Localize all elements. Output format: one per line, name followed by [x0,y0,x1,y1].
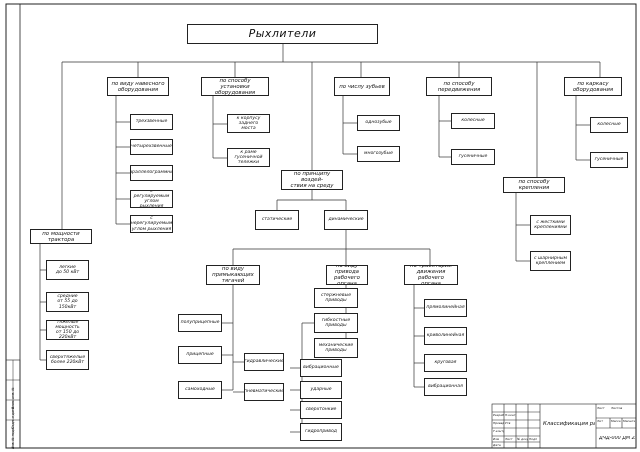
extra-item: гидравлические [244,353,284,371]
stamp-cell-label: Дата [493,443,501,447]
extra-item: пневматические [244,383,284,401]
mount-item: с жесткими креплениями [530,215,571,235]
power-item: легкие до 50 кВт [46,260,89,280]
category-teeth: по числу зубьев [334,77,390,96]
stamp-cell-label: Изм [493,437,500,441]
diagram-title: Рыхлители [187,24,378,44]
motion-item: прямолинейная [424,299,467,317]
hitch-item: с нерегулируемым углом рыхления [130,215,173,233]
stamp-cell-label: Масса [611,419,621,423]
hitch-item: четырехзвенные [130,139,173,155]
motion-item: круговая [424,354,467,372]
hitch-item: с регулируемым углом рыхления [130,190,173,208]
title-block-grid [491,403,637,449]
stamp-cell-label: № докум [517,437,528,441]
stamp-cell-label: Т.контр [493,429,504,433]
movement-item: гусеничные [451,149,495,165]
category-work: по виду привода рабочего органа [326,265,368,285]
category-soil: по принципу воздей- ствия на среду [281,170,343,190]
frame-item: гусеничные [590,152,628,168]
stamp-doc-title: Классификация рыхлителей [543,421,595,427]
depth-item: самоходные [178,381,222,399]
depth-item: прицепные [178,346,222,364]
stamp-cell-label: Листов [611,406,623,410]
category-install: по способу установки оборудования [201,77,269,96]
hitch-item: трехзвенные [130,114,173,130]
stamp-cell-label: Н.контр [505,413,516,417]
stamp-cell-label: Подп [529,437,538,441]
inner-frame [19,3,637,449]
work-sub-item: ударные [300,381,342,399]
stamp-cell-label: Разраб [493,413,504,417]
stamp-cell-label: Лит [597,419,603,423]
category-power: по мощности трактора [30,229,92,244]
movement-item: колесные [451,113,495,129]
category-frame: по каркасу оборудования [564,77,622,96]
stamp-cell-label: Утв [505,421,511,425]
stamp-cell-label: Лист [597,406,605,410]
frame-item: колесные [590,117,628,133]
stamp-cell-label: Провер [493,421,504,425]
soil-item-static: статические [255,210,299,230]
connector-lines [39,44,601,433]
work-item: механические приводы [314,338,358,358]
category-depth: по виду примыкающих тягачей [206,265,260,285]
power-item: средние от 55 до 150кВт [46,292,89,312]
work-sub-item: вибрационные [300,359,342,377]
hitch-item: параллелограммные [130,165,173,181]
power-item: сверхтяжелые более 220кВт [46,350,89,370]
motion-item: вибрационная [424,378,467,396]
install-item: к корпусу заднего моста [227,114,270,133]
power-item: тяжелые мощность от 150 до 220кВт [46,320,89,340]
soil-item-dynamic: динамические [324,210,368,230]
work-sub-item: гидропривод [300,423,342,441]
stamp-cell-label: Лист [505,437,513,441]
teeth-item: однозубые [357,115,400,131]
stamp-cell-label: Масштаб [623,419,635,423]
teeth-item: многозубые [357,146,400,162]
work-item: гибкостные приводы [314,313,358,333]
depth-item: полуприцепные [178,314,222,332]
mount-item: с шарнирным креплением [530,251,571,271]
category-hitch: по виду навесного оборудования [107,77,169,96]
install-item: к раме гусеничной тележки [227,148,270,167]
category-mount: по способу крепления [503,177,565,193]
margin-mark: Взам. инв. № [11,387,15,409]
work-item: стержневые приводы [314,288,358,308]
category-motion: по траектории движения рабочего органа [404,265,458,285]
work-sub-item: сверхтонкие [300,401,342,419]
category-movement: по способу передвижения [426,77,492,96]
motion-item: криволинейная [424,327,467,345]
stamp-doc-code: ДЧД-000 ДМ 2А-12 [599,436,635,441]
